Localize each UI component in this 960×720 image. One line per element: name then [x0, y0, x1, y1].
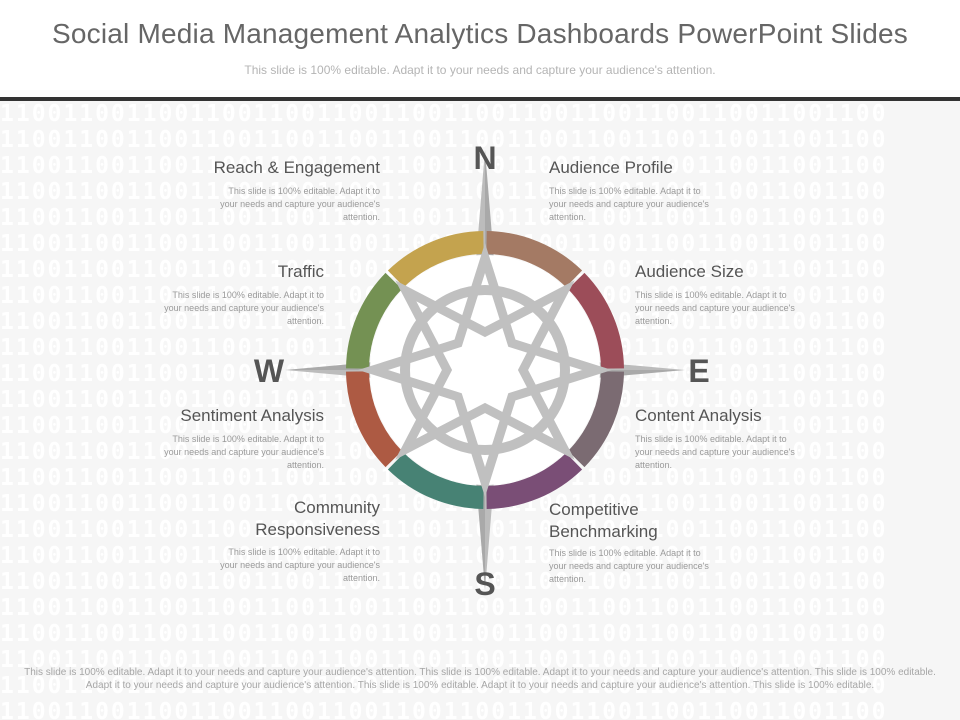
- ring-segment-8: [387, 231, 484, 287]
- audience-size-title: Audience Size: [635, 262, 744, 281]
- direction-west: W: [253, 353, 285, 389]
- content-analysis-desc: This slide is 100% editable. Adapt it to…: [635, 434, 795, 470]
- direction-south: S: [474, 566, 496, 602]
- slide-footer-text: This slide is 100% editable. Adapt it to…: [24, 667, 936, 691]
- audience-profile-desc: This slide is 100% editable. Adapt it to…: [549, 186, 709, 222]
- community-responsiveness-desc: This slide is 100% editable. Adapt it to…: [220, 547, 380, 583]
- competitive-benchmarking-title: Competitive Benchmarking: [549, 500, 658, 541]
- ring-segment-6: [346, 371, 402, 468]
- slide-header: Social Media Management Analytics Dashbo…: [0, 0, 960, 98]
- star-cardinal: [358, 243, 612, 497]
- ring-segment-2: [568, 272, 624, 369]
- slide-title: Social Media Management Analytics Dashbo…: [52, 18, 908, 49]
- diagram-area: 1100110011001100110011001100110011001100…: [0, 101, 960, 720]
- ring-segment-3: [568, 371, 624, 468]
- binary-background-pattern: 1100110011001100110011001100110011001100…: [0, 101, 888, 720]
- traffic-desc: This slide is 100% editable. Adapt it to…: [164, 290, 324, 326]
- ring-segment-1: [486, 231, 583, 287]
- compass-star: [358, 243, 612, 497]
- community-responsiveness-title: Community Responsiveness: [255, 498, 380, 539]
- sentiment-analysis-title: Sentiment Analysis: [180, 406, 324, 425]
- audience-size-desc: This slide is 100% editable. Adapt it to…: [635, 290, 795, 326]
- slide-subtitle: This slide is 100% editable. Adapt it to…: [244, 63, 716, 77]
- ring-segment-4: [486, 453, 583, 509]
- direction-east: E: [688, 353, 710, 389]
- star-inner-circle: [400, 285, 570, 455]
- star-diagonal: [395, 280, 575, 460]
- audience-profile-title: Audience Profile: [549, 158, 673, 177]
- reach-engagement-title: Reach & Engagement: [213, 158, 380, 177]
- ring-segment-7: [346, 272, 402, 369]
- direction-north: N: [473, 140, 497, 176]
- content-analysis-title: Content Analysis: [635, 406, 762, 425]
- traffic-title: Traffic: [277, 262, 324, 281]
- reach-engagement-desc: This slide is 100% editable. Adapt it to…: [220, 186, 380, 222]
- star-center: [473, 358, 497, 382]
- header-divider: [0, 97, 960, 101]
- sentiment-analysis-desc: This slide is 100% editable. Adapt it to…: [164, 434, 324, 470]
- competitive-benchmarking-desc: This slide is 100% editable. Adapt it to…: [549, 548, 709, 584]
- ring-segment-5: [387, 453, 484, 509]
